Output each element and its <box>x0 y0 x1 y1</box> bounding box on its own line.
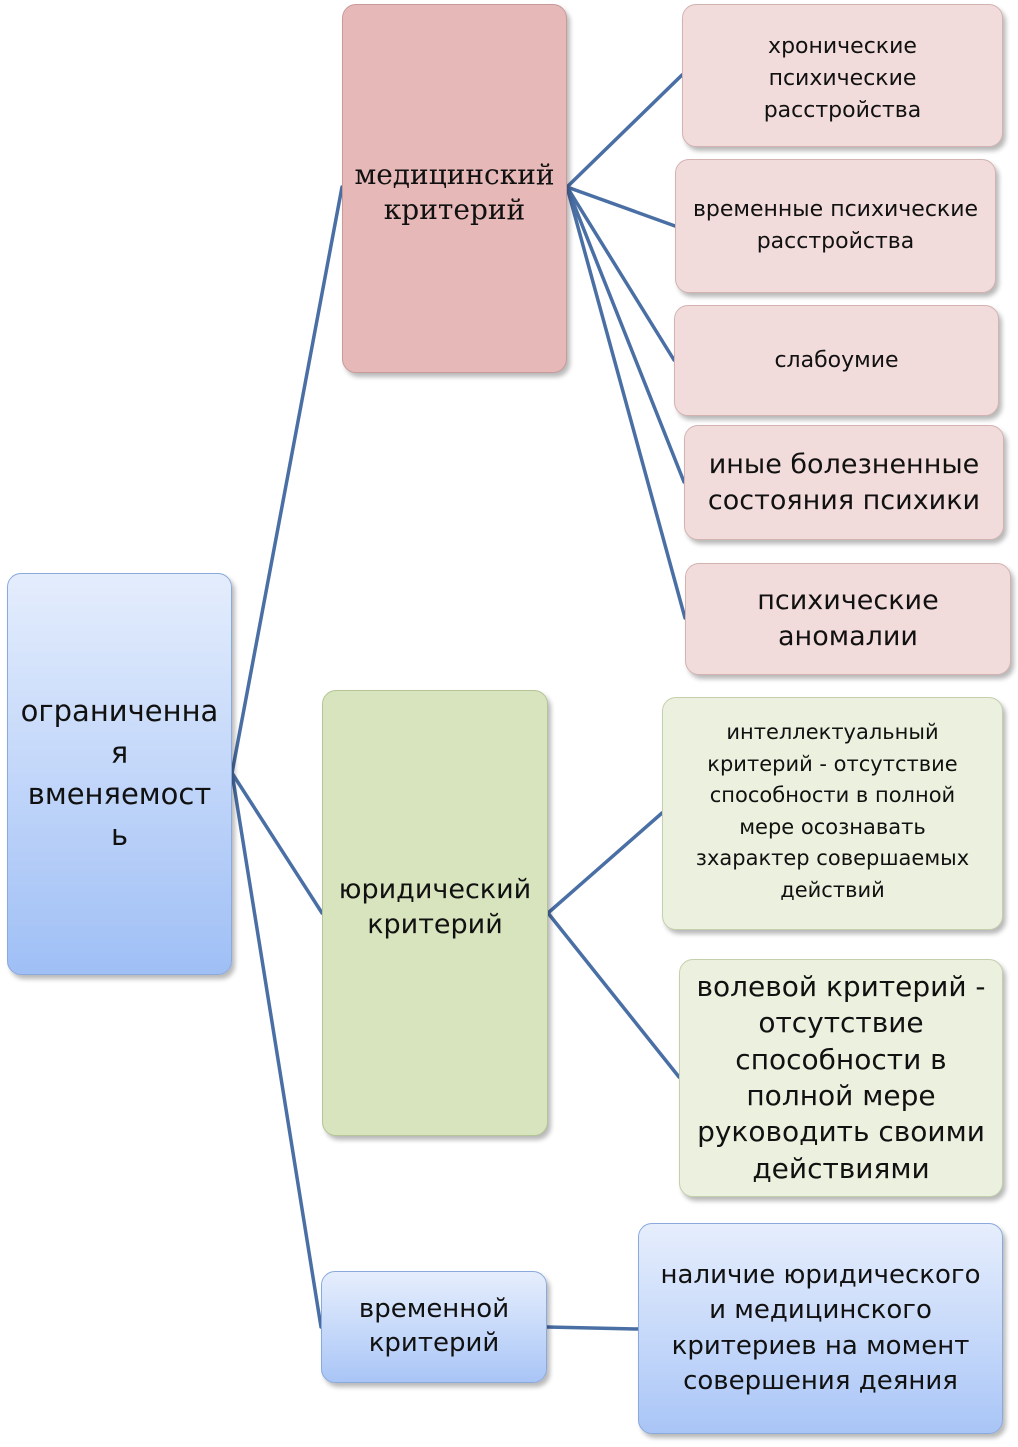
juridical-item-label: волевой критерий - отсутствие способност… <box>696 969 986 1185</box>
temporal-item-label: наличие юридического и медицинского крит… <box>660 1259 981 1396</box>
connector-temporal-item-1 <box>545 1325 640 1331</box>
medical-item-anomalies: психические аномалии <box>685 563 1011 675</box>
juridical-criterion-label: юридический критерий <box>338 874 532 941</box>
connector-medical-item-2 <box>565 185 677 228</box>
medical-criterion-node: медицинский критерий <box>342 4 567 373</box>
medical-item-label: хронические психические расстройства <box>763 34 922 123</box>
medical-item-label: психические аномалии <box>757 585 939 652</box>
temporal-criterion-label: временной критерий <box>358 1294 510 1358</box>
medical-item-chronic: хронические психические расстройства <box>682 4 1003 147</box>
temporal-item-presence: наличие юридического и медицинского крит… <box>638 1223 1003 1434</box>
temporal-criterion-node: временной критерий <box>321 1271 547 1383</box>
medical-item-label: иные болезненные состояния психики <box>707 448 981 516</box>
connector-medical-item-4 <box>565 185 686 484</box>
connector-medical-item-3 <box>565 185 676 362</box>
connector-juridical-item-1 <box>546 811 664 915</box>
medical-item-label: слабоумие <box>774 347 899 373</box>
juridical-item-volitional: волевой критерий - отсутствие способност… <box>679 959 1003 1197</box>
root-label: ограниченна я вменяемост ь <box>20 694 219 853</box>
connector-root-juridical <box>230 771 324 915</box>
medical-criterion-label: медицинский критерий <box>354 158 555 226</box>
connector-medical-item-5 <box>565 185 687 620</box>
medical-item-temporary: временные психические расстройства <box>675 159 996 293</box>
juridical-item-intellectual: интеллектуальный критерий - отсутствие с… <box>662 697 1003 930</box>
connector-root-medical <box>230 185 344 775</box>
medical-item-dementia: слабоумие <box>674 305 999 416</box>
juridical-criterion-node: юридический критерий <box>322 690 548 1136</box>
medical-item-label: временные психические расстройства <box>692 197 979 254</box>
connector-medical-item-1 <box>565 73 684 189</box>
connector-juridical-item-2 <box>546 911 681 1079</box>
medical-item-other-conditions: иные болезненные состояния психики <box>684 425 1004 540</box>
root-node: ограниченна я вменяемост ь <box>7 573 232 975</box>
connector-root-temporal <box>230 771 323 1329</box>
juridical-item-label: интеллектуальный критерий - отсутствие с… <box>695 720 970 902</box>
